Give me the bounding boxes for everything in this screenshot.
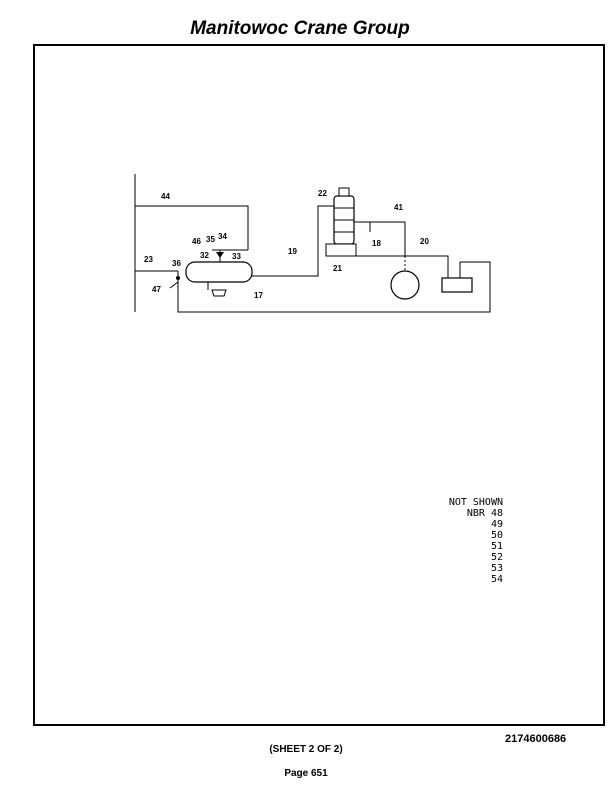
fitting-36: [176, 276, 180, 280]
box-component: [441, 277, 473, 293]
label-22: 22: [318, 189, 327, 198]
sheet-indicator: (SHEET 2 OF 2): [269, 744, 343, 755]
label-36: 36: [172, 259, 181, 268]
page-title: Manitowoc Crane Group: [190, 18, 410, 39]
not-shown-item: 49: [490, 519, 503, 530]
pipe-44: [135, 205, 249, 250]
air-tank: [185, 261, 253, 283]
label-47: 47: [152, 285, 161, 294]
nbr-prefix: NBR: [466, 508, 485, 519]
pipe-41: [354, 221, 406, 256]
label-34: 34: [218, 232, 227, 241]
label-32: 32: [200, 251, 209, 260]
not-shown-heading: NOT SHOWN: [448, 497, 503, 508]
label-20: 20: [420, 237, 429, 246]
not-shown-first-row: NBR 48: [430, 508, 503, 519]
label-41: 41: [394, 203, 403, 212]
leader-47: [169, 281, 179, 289]
valve-35: [216, 252, 224, 258]
label-35: 35: [206, 235, 215, 244]
pipe-return: [177, 261, 491, 313]
not-shown-item: 51: [490, 541, 503, 552]
label-21: 21: [333, 264, 342, 273]
label-46: 46: [192, 237, 201, 246]
dryer-cap: [338, 187, 350, 197]
label-44: 44: [161, 192, 170, 201]
label-17: 17: [254, 291, 263, 300]
not-shown-item: 54: [490, 574, 503, 585]
not-shown-list: NOT SHOWN NBR 48 49 50 51 52 53 54: [430, 497, 503, 585]
pipe-20: [356, 255, 449, 278]
label-19: 19: [288, 247, 297, 256]
drawing-frame: [33, 44, 605, 726]
drain-valve: [211, 289, 227, 297]
not-shown-item: 53: [490, 563, 503, 574]
label-33: 33: [232, 252, 241, 261]
label-23: 23: [144, 255, 153, 264]
dryer-base: [325, 243, 357, 257]
not-shown-item: 50: [490, 530, 503, 541]
not-shown-item: 52: [490, 552, 503, 563]
round-reservoir: [390, 270, 420, 300]
page-number: Page 651: [284, 768, 328, 779]
label-18: 18: [372, 239, 381, 248]
part-number: 2174600686: [505, 733, 567, 745]
not-shown-item: 48: [490, 508, 503, 519]
pipe-19: [252, 205, 334, 277]
